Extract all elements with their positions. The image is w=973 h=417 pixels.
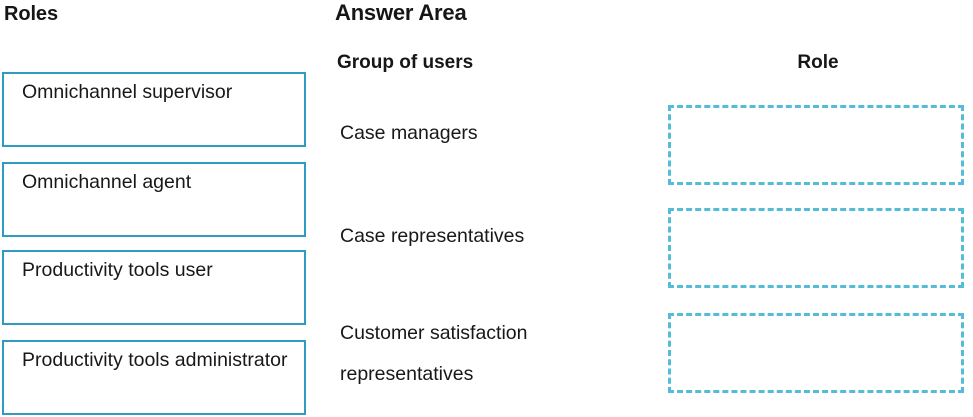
role-drop-zone-customer-satisfaction-representatives[interactable] [668, 313, 964, 393]
group-of-users-label: Customer satisfaction representatives [340, 322, 528, 385]
column-header-group-of-users: Group of users [337, 52, 474, 73]
group-of-users-label: Case representatives [340, 225, 525, 247]
group-of-users-label: Case managers [340, 122, 478, 144]
role-chip-productivity-tools-user[interactable]: Productivity tools user [2, 250, 306, 325]
role-chip-omnichannel-agent[interactable]: Omnichannel agent [2, 162, 306, 237]
answer-area: Answer Area Group of users Role Case man… [332, 0, 973, 417]
roles-panel: Roles Omnichannel supervisor Omnichannel… [0, 0, 320, 417]
column-header-role: Role [797, 52, 839, 73]
role-chip-omnichannel-supervisor[interactable]: Omnichannel supervisor [2, 72, 306, 147]
role-drop-zone-case-managers[interactable] [668, 105, 964, 185]
table-row: Case representatives [332, 208, 973, 288]
table-row: Case managers [332, 105, 973, 185]
table-row: Customer satisfaction representatives [332, 313, 973, 393]
role-drop-zone-case-representatives[interactable] [668, 208, 964, 288]
role-chip-productivity-tools-administrator[interactable]: Productivity tools administrator [2, 340, 306, 415]
answer-area-title: Answer Area [335, 0, 467, 25]
roles-panel-title: Roles [4, 3, 58, 25]
roles-source-list: Omnichannel supervisor Omnichannel agent… [2, 72, 306, 415]
